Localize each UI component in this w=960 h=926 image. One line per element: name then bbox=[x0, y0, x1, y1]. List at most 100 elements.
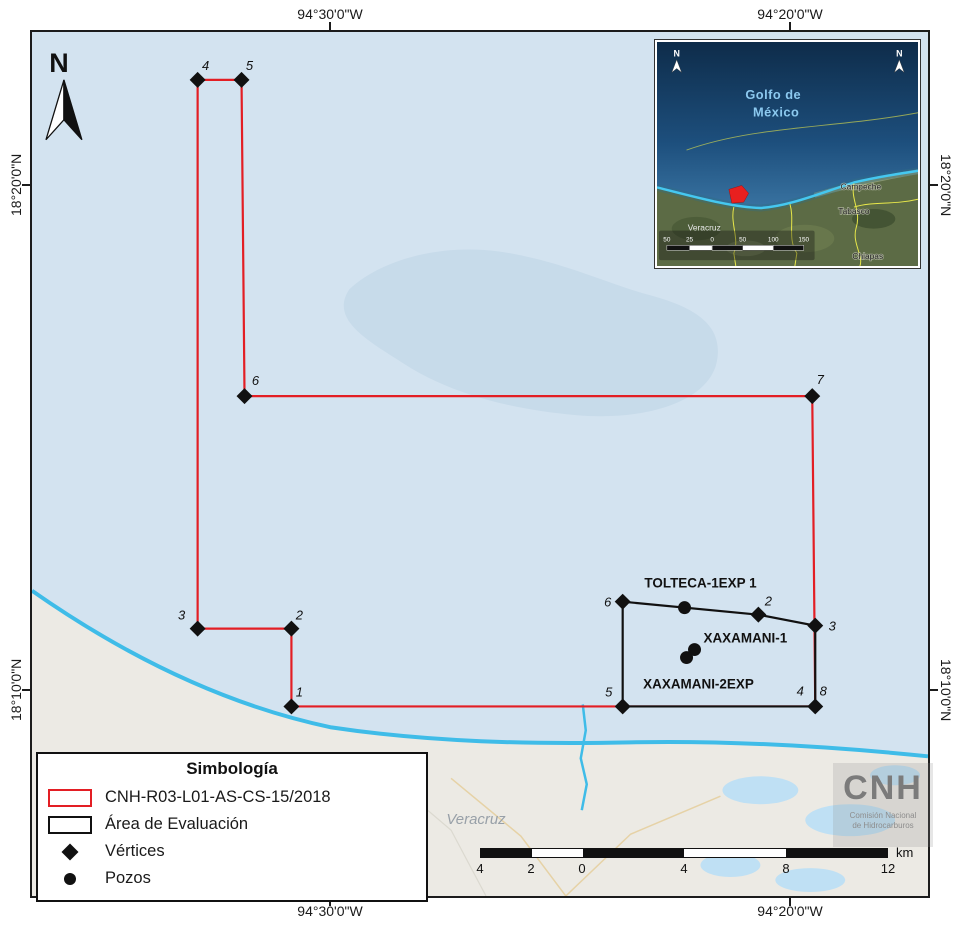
vertex-label: 5 bbox=[605, 684, 613, 699]
vertex-label: 8 bbox=[820, 683, 828, 698]
inset-north-arrow-left: N bbox=[671, 49, 683, 74]
inset-coastline bbox=[657, 169, 918, 210]
well-label-tolteca: TOLTECA-1EXP 1 bbox=[644, 576, 757, 591]
legend-item-label: Pozos bbox=[105, 869, 151, 887]
inset-state-label-campeche: Campeche bbox=[841, 181, 882, 191]
vertex-label: 7 bbox=[817, 372, 825, 387]
vertex-label: 6 bbox=[604, 595, 612, 610]
north-arrow-label: N bbox=[49, 48, 68, 78]
graticule-tick bbox=[789, 898, 791, 906]
north-arrow-right-half bbox=[63, 79, 83, 141]
inset-north-arrow-right: N bbox=[893, 49, 905, 74]
inset-scale-tick: 100 bbox=[768, 236, 779, 243]
state-boundary bbox=[853, 198, 918, 208]
scalebar: 4 2 0 4 8 12 km bbox=[476, 845, 925, 880]
legend-item-vertices: Vértices bbox=[48, 838, 416, 865]
graticule-tick bbox=[329, 22, 331, 30]
graticule-tick bbox=[22, 184, 30, 186]
inset-scale-tick: 150 bbox=[798, 236, 809, 243]
scalebar-tick: 0 bbox=[578, 861, 586, 876]
legend-item-wells: Pozos bbox=[48, 865, 416, 892]
lagoon bbox=[700, 853, 761, 878]
inset-sea-label-line2: México bbox=[753, 105, 799, 120]
lon-label-top-right: 94°20'0"W bbox=[757, 6, 823, 22]
inset-north-glyph bbox=[893, 59, 905, 74]
legend-item-label: CNH-R03-L01-AS-CS-15/2018 bbox=[105, 788, 331, 806]
evaluation-area-outline bbox=[621, 600, 817, 708]
legend-item-contract: CNH-R03-L01-AS-CS-15/2018 bbox=[48, 784, 416, 811]
cnh-logo: CNH Comisión Nacional de Hidrocarburos bbox=[833, 763, 933, 847]
lagoon bbox=[870, 765, 921, 786]
well-label-xaxamani-1: XAXAMANI-1 bbox=[704, 631, 788, 646]
scalebar-tick: 12 bbox=[880, 861, 896, 876]
well-dot-tolteca bbox=[678, 601, 692, 615]
inset-sea-label-line1: Golfo de bbox=[745, 87, 801, 102]
inset-scalebar: 50 25 0 50 100 150 bbox=[658, 230, 815, 261]
maritime-boundary-line bbox=[686, 112, 918, 151]
inset-north-label: N bbox=[673, 49, 679, 59]
legend: Simbología CNH-R03-L01-AS-CS-15/2018 Áre… bbox=[36, 752, 428, 902]
inset-scale-tick: 0 bbox=[710, 236, 714, 243]
vertex-label: 3 bbox=[829, 619, 837, 634]
inset-scale-seg bbox=[689, 245, 713, 251]
state-boundary bbox=[789, 203, 798, 266]
vertex-label: 6 bbox=[252, 373, 260, 388]
deep-water-patch bbox=[343, 249, 718, 417]
road-line bbox=[450, 777, 567, 896]
inset-state-label-tabasco: Tabasco bbox=[838, 206, 870, 216]
road-line bbox=[565, 795, 721, 896]
well-label-xaxamani-2: XAXAMANI-2EXP bbox=[643, 676, 754, 691]
vertex-label: 1 bbox=[296, 684, 303, 699]
legend-item-evaluation-area: Área de Evaluación bbox=[48, 811, 416, 838]
vertex-diamond-glyph bbox=[48, 843, 92, 860]
scalebar-tick: 8 bbox=[782, 861, 790, 876]
inset-north-glyph bbox=[671, 59, 683, 74]
scalebar-seg bbox=[481, 849, 532, 857]
graticule-tick bbox=[22, 689, 30, 691]
river bbox=[579, 704, 589, 811]
vertex-label: 2 bbox=[295, 608, 304, 623]
inset-state-label-veracruz: Veracruz bbox=[688, 223, 721, 233]
vertex-label: 2 bbox=[764, 594, 773, 609]
inset-scale-seg bbox=[711, 245, 743, 251]
graticule-tick bbox=[930, 184, 938, 186]
lat-label-right-bottom: 18°10'0"N bbox=[938, 658, 954, 722]
well-dot-xaxamani-2 bbox=[680, 651, 694, 665]
land-texture bbox=[671, 216, 722, 241]
cnh-logo-subtitle-line1: Comisión Nacional bbox=[849, 811, 917, 820]
scalebar-seg bbox=[582, 849, 684, 857]
lon-label-bottom-left: 94°30'0"W bbox=[297, 903, 363, 919]
scalebar-seg bbox=[684, 849, 786, 857]
state-boundary bbox=[852, 183, 862, 266]
scalebar-seg bbox=[785, 849, 887, 857]
scalebar-bar bbox=[480, 848, 888, 858]
lagoon bbox=[805, 804, 896, 837]
evaluation-outline-swatch bbox=[48, 815, 92, 834]
inset-scale-tick: 25 bbox=[686, 236, 694, 243]
coastline bbox=[32, 589, 928, 759]
scalebar-tick: 4 bbox=[476, 861, 484, 876]
scalebar-tick: 2 bbox=[527, 861, 535, 876]
inset-scale-seg bbox=[742, 245, 774, 251]
contract-location-marker bbox=[728, 185, 749, 204]
lon-label-bottom-right: 94°20'0"W bbox=[757, 903, 823, 919]
lat-label-right-top: 18°20'0"N bbox=[938, 153, 954, 217]
scalebar-seg bbox=[531, 849, 583, 857]
scalebar-unit: km bbox=[896, 845, 914, 860]
well-dot-glyph bbox=[48, 872, 92, 885]
north-arrow: N bbox=[45, 48, 83, 141]
lagoon bbox=[722, 776, 799, 805]
main-map: 4 5 6 7 3 2 1 6 2 3 5 4 8 TOLTECA-1EXP 1… bbox=[30, 30, 933, 902]
vertex-label: 4 bbox=[202, 58, 209, 73]
scalebar-tick: 4 bbox=[680, 861, 688, 876]
cnh-logo-acronym: CNH bbox=[843, 769, 923, 807]
inset-land bbox=[657, 170, 918, 266]
cnh-logo-subtitle-line2: de Hidrocarburos bbox=[852, 821, 914, 830]
contract-outline-swatch bbox=[48, 788, 92, 807]
lon-label-top-left: 94°30'0"W bbox=[297, 6, 363, 22]
inset-overview-map: Golfo de México Campeche Tabasco Veracru… bbox=[654, 39, 921, 269]
inset-north-label: N bbox=[896, 49, 902, 59]
lagoon bbox=[775, 868, 846, 893]
inset-scale-tick: 50 bbox=[663, 236, 671, 243]
